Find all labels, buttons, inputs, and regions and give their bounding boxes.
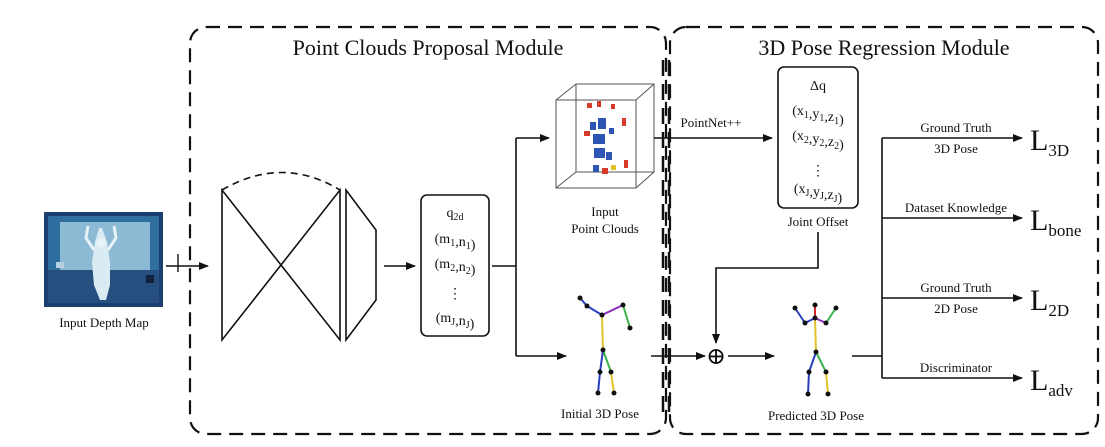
regression-module-frame <box>668 25 1100 436</box>
arrow-offset-to-sum <box>712 232 819 344</box>
point-cloud-cube <box>555 83 655 189</box>
q2d-header: q2d <box>447 206 464 223</box>
point-clouds-label-line2: Point Clouds <box>571 221 639 236</box>
joint-offset-label: Joint Offset <box>788 214 849 229</box>
offset-row: (x2,y2,z2) <box>792 129 844 153</box>
q2d-row: (mJ,nJ) <box>436 311 475 332</box>
offset-ellipsis: ⋮ <box>811 164 825 179</box>
joint-offset-box <box>777 66 859 209</box>
point-clouds-label-line1: Input <box>591 204 619 219</box>
proposal-module-frame <box>188 25 668 436</box>
loss-symbol: L3D <box>1030 124 1069 160</box>
proposal-module-title: Point Clouds Proposal Module <box>293 35 564 60</box>
initial-pose-skeleton <box>577 295 633 396</box>
initial-pose-label: Initial 3D Pose <box>561 406 639 421</box>
q2d-row: (m2,n2) <box>435 257 476 278</box>
loss-symbol: Ladv <box>1030 364 1073 400</box>
loss-condition-label: Ground Truth <box>920 120 992 135</box>
offset-row: (x1,y1,z1) <box>792 104 844 128</box>
loss-condition-label: Ground Truth <box>920 280 992 295</box>
predicted-pose-label: Predicted 3D Pose <box>768 408 864 423</box>
pointnet-label: PointNet++ <box>681 115 742 130</box>
loss-condition-sublabel: 3D Pose <box>934 141 978 156</box>
loss-condition-sublabel: 2D Pose <box>934 301 978 316</box>
hourglass-network-icon <box>221 171 377 343</box>
offset-row: (xJ,yJ,zJ) <box>794 182 843 206</box>
q2d-box <box>420 194 490 337</box>
loss-symbol: L2D <box>1030 284 1069 320</box>
q2d-ellipsis: ⋮ <box>448 287 462 302</box>
input-depth-map-image <box>44 212 163 307</box>
loss-symbol: Lbone <box>1030 204 1081 240</box>
point-cloud-points <box>584 101 628 174</box>
input-depth-map-label: Input Depth Map <box>59 315 149 330</box>
offset-header: Δq <box>810 79 826 94</box>
loss-condition-label: Dataset Knowledge <box>905 200 1007 215</box>
sum-symbol: ⊕ <box>706 344 726 370</box>
q2d-row: (m1,n1) <box>435 232 476 253</box>
loss-condition-label: Discriminator <box>920 360 993 375</box>
predicted-pose-skeleton <box>792 302 839 397</box>
regression-module-title: 3D Pose Regression Module <box>758 35 1009 60</box>
